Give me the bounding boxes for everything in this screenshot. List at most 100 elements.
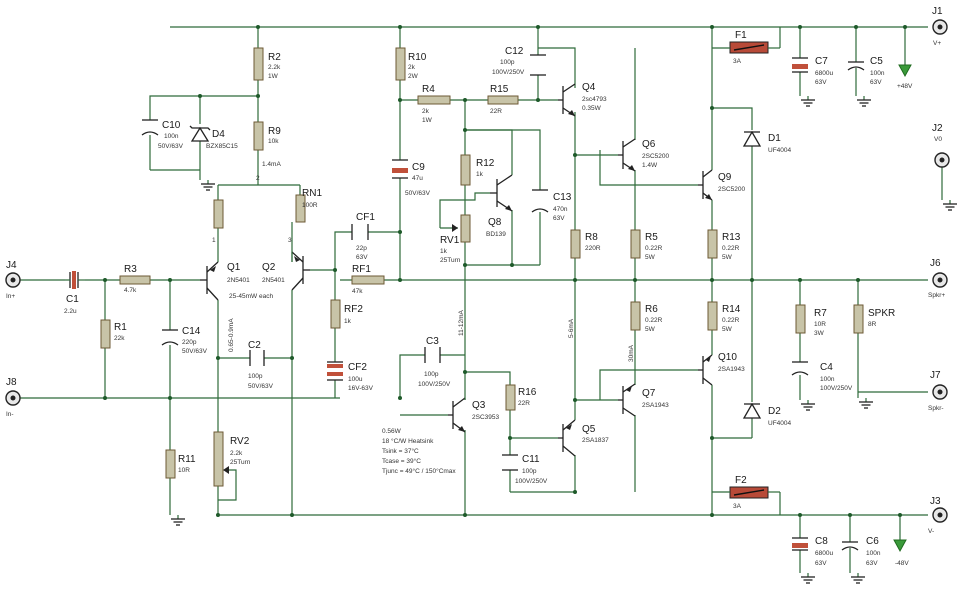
transistor-q3-icon [448,397,466,433]
ground-icon [858,397,874,409]
resistor-r4 [417,95,451,105]
rn1-ref: RN1 [302,188,322,199]
q6-v1: 2SC5200 [642,153,669,160]
resistor-r2 [253,47,264,81]
fuses [712,27,781,515]
c13-v1: 470n [553,206,568,213]
r1-ref: R1 [114,322,127,333]
ground-icon [800,572,816,584]
q3-note-line-1: 0.56W [382,428,402,435]
r3-ref: R3 [124,264,137,275]
resistors [100,47,864,487]
f2-ref: F2 [735,475,747,486]
r2-ref: R2 [268,52,281,63]
resistor-r8 [570,229,581,259]
ground-icon [856,95,872,107]
resistor-r16 [505,384,516,411]
j2-ref: J2 [932,123,943,134]
rv2-v1: 2.2k [230,450,243,457]
r10-ref: R10 [408,52,427,63]
r2-v1: 2.2k [268,64,281,71]
r16-ref: R16 [518,387,537,398]
r4-v1: 2k [422,108,430,115]
c9-v1: 47u [412,175,423,182]
r7-ref: R7 [814,308,827,319]
r5-ref: R5 [645,232,658,243]
current-11-12ma: 11-12mA [458,309,465,336]
r6-v2: 5W [645,326,656,333]
r5-v2: 5W [645,254,656,261]
c9-ref: C9 [412,162,425,173]
supply-minus-label: -48V [895,560,909,567]
resistor-r6 [630,301,641,331]
pin-3-label: 3 [288,237,292,244]
rf2-v1: 1k [344,318,352,325]
c7-v2: 63V [815,79,827,86]
r6-v1: 0.22R [645,317,663,324]
resistor-rf1 [351,275,385,285]
j1-val: V+ [933,40,941,47]
ground-icon [942,199,958,211]
transistor-q6-icon [618,138,636,172]
c10-v2: 50V/63V [158,143,184,150]
cf1-ref: CF1 [356,212,375,223]
rf1-ref: RF1 [352,264,371,275]
transistor-q8-icon [490,174,513,212]
q5-v1: 2SA1837 [582,437,609,444]
rf1-v1: 47k [352,288,363,295]
j6-ref: J6 [930,258,941,269]
r4-ref: R4 [422,84,435,95]
transistors [200,83,713,457]
rv2-wiper-icon [223,466,229,474]
c10-v1: 100n [164,133,179,140]
diode-d1-icon [742,130,762,147]
r13-ref: R13 [722,232,741,243]
c4-v2: 100V/250V [820,385,853,392]
f2-v1: 3A [733,503,742,510]
j3-val: V- [928,528,934,535]
ground-icon [850,572,866,584]
r10-v2: 2W [408,73,419,80]
ground-icon [800,399,816,411]
resistor-r1 [100,319,111,349]
supply-minus-icon [893,539,907,553]
rv1-v2: 25Turn [440,257,461,264]
c10-ref: C10 [162,120,181,131]
q3-note-line-2: 18 °C/W Heatsink [382,437,434,445]
q4-v2: 0.35W [582,105,602,112]
c8-ref: C8 [815,536,828,547]
resistor-r5 [630,229,641,259]
r5-v1: 0.22R [645,245,663,252]
resistor-r15 [487,95,519,105]
c9-v2: 50V/63V [405,190,431,197]
q3-v1: 2SC3953 [472,414,499,421]
q3-note-line-3: Tsink = 37°C [382,447,419,455]
spkr-ref: SPKR [868,308,895,319]
f1-v1: 3A [733,58,742,65]
current-5-6ma: 5-6mA [568,318,575,338]
r14-v1: 0.22R [722,317,740,324]
c8-v1: 6800u [815,550,833,557]
q2-v1: 2N5401 [262,277,285,284]
r16-v1: 22R [518,400,530,407]
j4-ref: J4 [6,260,17,271]
q8-ref: Q8 [488,217,502,228]
pin-1-label: 1 [212,237,216,244]
labels: J1 V+ J2 V0 J3 V- J4 In+ J6 Spkr+ J7 Spk… [6,6,945,567]
rv1-wiper-icon [452,224,458,232]
resistor-r7 [795,304,806,334]
r7-v2: 3W [814,330,825,337]
pot-rv1 [460,214,471,243]
d4-v1: BZX85C15 [206,143,238,150]
resistor-r3 [119,275,151,285]
c13-ref: C13 [553,192,572,203]
q3-note-line-5: Tjunc = 49°C / 150°Cmax [382,467,456,475]
transistor-q9-icon [698,169,713,201]
j3-ref: J3 [930,496,941,507]
r15-ref: R15 [490,84,509,95]
ground-icon [200,179,216,191]
c11-v2: 100V/250V [515,478,548,485]
c7-ref: C7 [815,56,828,67]
transistor-q1-icon [200,261,219,301]
c4-ref: C4 [820,362,833,373]
